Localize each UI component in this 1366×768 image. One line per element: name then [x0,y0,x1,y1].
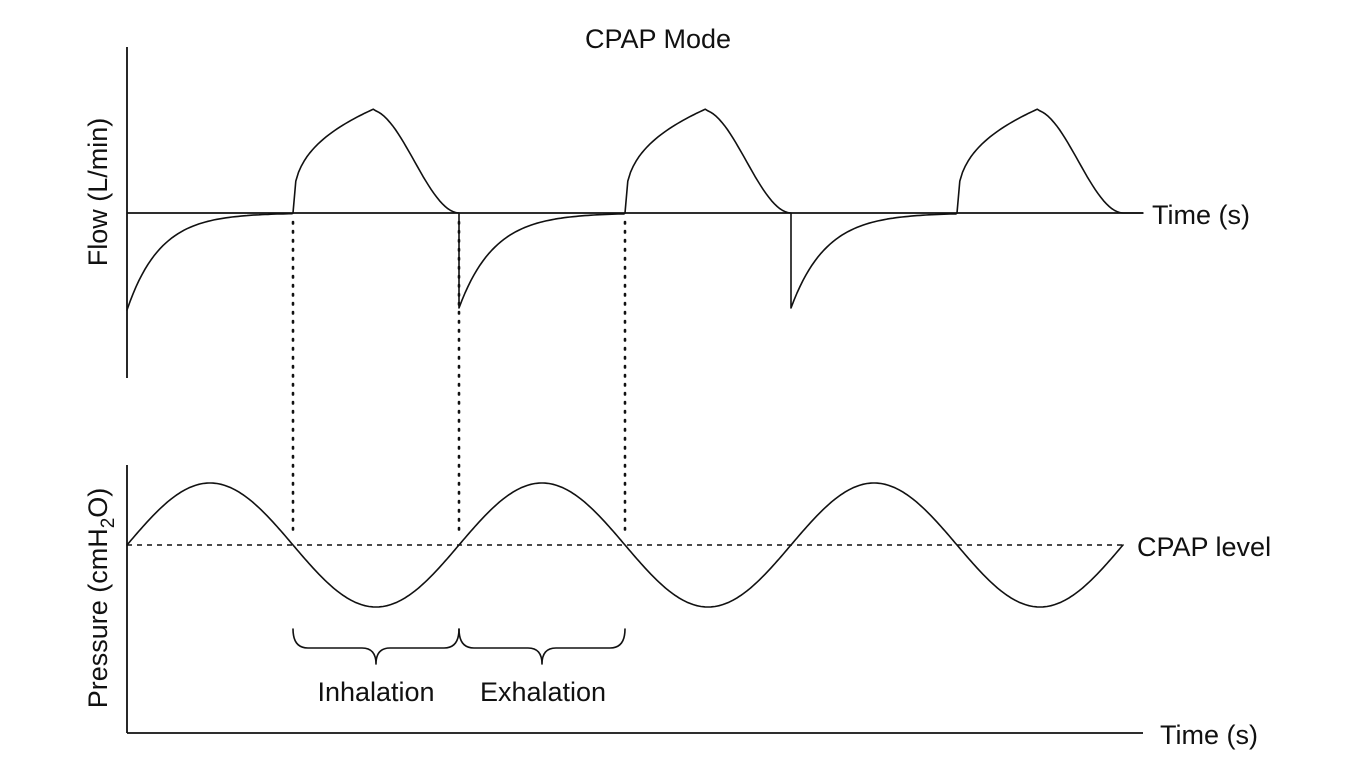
exhalation-brace [458,628,626,665]
exhalation-label: Exhalation [480,677,606,707]
pressure-y-label-subscript: 2 [98,518,119,529]
pressure-y-label-main: Pressure (cmH [83,528,113,708]
pressure-y-axis-label: Pressure (cmH2O) [83,488,119,709]
flow-x-axis-label: Time (s) [1152,200,1250,230]
flow-y-axis-label: Flow (L/min) [83,118,113,267]
inhalation-label: Inhalation [317,677,434,707]
cpap-level-label: CPAP level [1137,532,1271,562]
pressure-y-label-tail: O) [83,488,113,518]
pressure-x-axis-label: Time (s) [1160,720,1258,750]
pressure-waveform [126,482,1124,608]
inhalation-brace [292,628,460,665]
diagram-title: CPAP Mode [585,24,731,54]
flow-waveform [126,108,1144,311]
